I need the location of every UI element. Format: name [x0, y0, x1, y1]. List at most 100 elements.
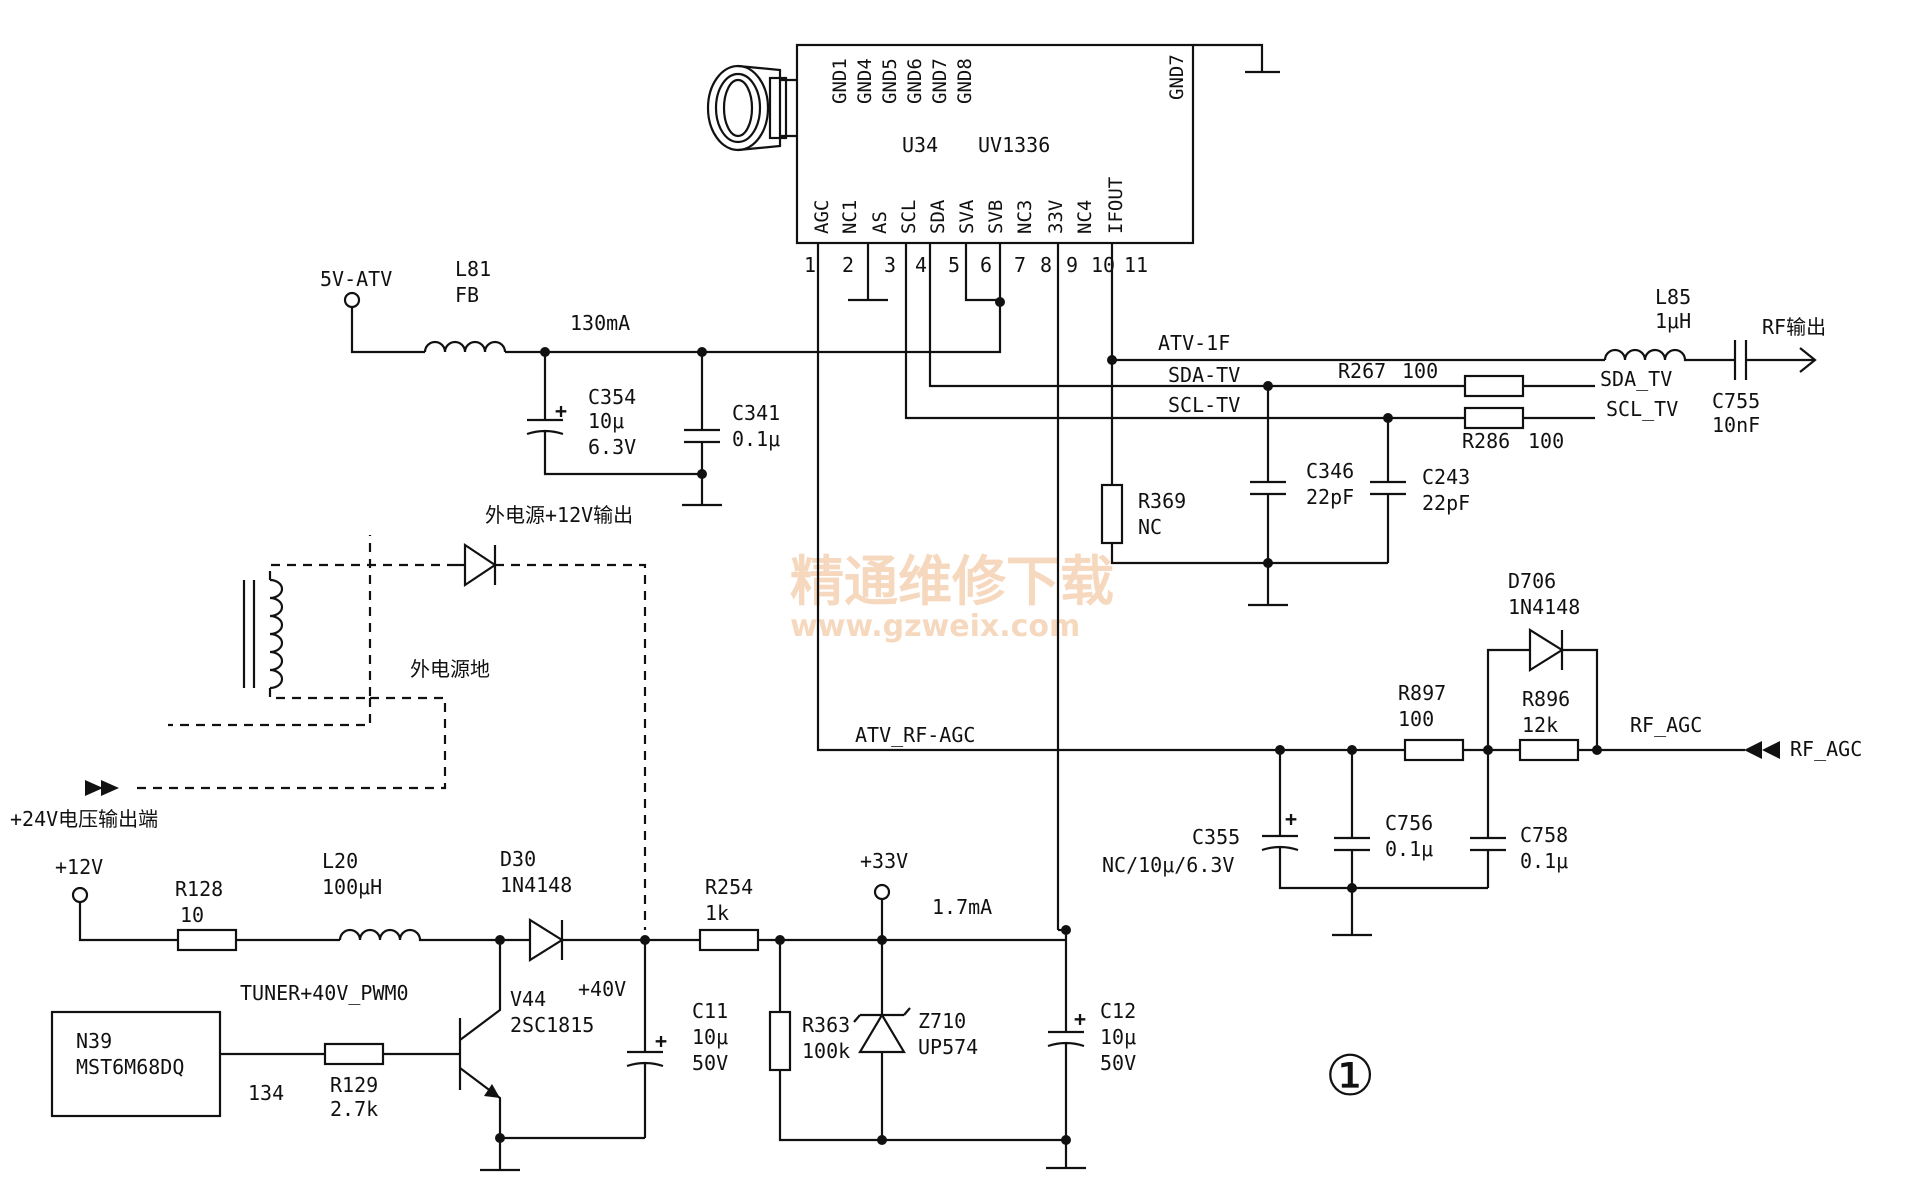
- n39-ref: N39: [76, 1029, 112, 1053]
- figure-number: ①: [1325, 1044, 1375, 1109]
- c11-voltage: 50V: [692, 1051, 728, 1075]
- ic-top-pin-label: GND4: [854, 58, 876, 104]
- supply-5v-section: 5V-ATV L81 FB 130mA + C354 10μ 6.3V C341…: [320, 257, 1005, 507]
- n39-part: MST6M68DQ: [76, 1055, 184, 1079]
- rf-agc-input-label: RF_AGC: [1790, 737, 1862, 761]
- r286-ref: R286: [1462, 429, 1510, 453]
- d706-value: 1N4148: [1508, 595, 1580, 619]
- r129-value: 2.7k: [330, 1097, 378, 1121]
- c758-value: 0.1μ: [1520, 849, 1568, 873]
- l81-value: FB: [455, 283, 479, 307]
- ic-bottom-pin-label: IFOUT: [1105, 177, 1127, 234]
- ic-pin-number: 6: [980, 253, 992, 277]
- l85-ref: L85: [1655, 285, 1691, 309]
- resistor-r129: [323, 1042, 385, 1066]
- watermark-line1: 精通维修下载: [790, 550, 1114, 613]
- 24v-output-label: +24V电压输出端: [10, 807, 158, 831]
- c346-ref: C346: [1306, 459, 1354, 483]
- c756-ref: C756: [1385, 811, 1433, 835]
- boost-supply-section: +12V R128 10 L20 100μH D30 1N4148 +40V T…: [50, 847, 1136, 1172]
- svg-text:+: +: [655, 1029, 667, 1053]
- ext-ground-label: 外电源地: [410, 657, 490, 681]
- sda-tv-label: SDA_TV: [1600, 367, 1672, 391]
- rf-agc-net: RF_AGC: [1630, 713, 1702, 737]
- c755-value: 10nF: [1712, 413, 1760, 437]
- r128-value: 10: [180, 903, 204, 927]
- ic-top-right-pin: GND7: [1166, 54, 1188, 100]
- r267-value: 100: [1402, 359, 1438, 383]
- inductor-l81: [423, 340, 507, 353]
- ic-pin-number: 4: [915, 253, 927, 277]
- r128-ref: R128: [175, 877, 223, 901]
- atv-rf-agc-net: ATV_RF-AGC: [855, 723, 975, 747]
- ic-pin-number: 1: [804, 253, 816, 277]
- mcu-n39: [50, 1010, 222, 1118]
- ic-bottom-pin-label: SVB: [985, 200, 1007, 234]
- ic-ref: U34: [902, 133, 938, 157]
- ic-pin-number: 11: [1124, 253, 1148, 277]
- ic-bottom-pin-label: SCL: [898, 200, 920, 234]
- c341-value: 0.1μ: [732, 427, 780, 451]
- ic-bottom-pin-label: NC4: [1074, 200, 1096, 234]
- l20-value: 100μH: [322, 875, 382, 899]
- c354-voltage: 6.3V: [588, 435, 636, 459]
- ic-bottom-pin-label: SVA: [956, 199, 978, 234]
- c12-ref: C12: [1100, 999, 1136, 1023]
- v44-ref: V44: [510, 987, 546, 1011]
- zener-z710: [853, 940, 911, 1140]
- current-130ma: 130mA: [570, 311, 630, 335]
- ic-part: UV1336: [978, 133, 1050, 157]
- current-1-7ma: 1.7mA: [932, 895, 992, 919]
- atv-if-net: ATV-1F: [1158, 331, 1230, 355]
- rf-agc-section: ATV_RF-AGC R897 100 R896 12k D706 1N4148…: [855, 569, 1862, 937]
- 5v-atv-terminal: [343, 291, 361, 309]
- c341-ref: C341: [732, 401, 780, 425]
- r254-ref: R254: [705, 875, 753, 899]
- external-supply-section: 外电源+12V输出 外电源地 +24V电压输出端: [10, 503, 647, 930]
- pin-134-label: 134: [248, 1081, 284, 1105]
- rf-connector-icon: [706, 64, 797, 152]
- ic-pin-number: 8: [1040, 253, 1052, 277]
- r896-ref: R896: [1522, 687, 1570, 711]
- resistor-r369: [1100, 483, 1124, 545]
- svg-text:+: +: [1285, 807, 1297, 831]
- rf-output-label: RF输出: [1762, 315, 1826, 339]
- c11-ref: C11: [692, 999, 728, 1023]
- 12v-label: +12V: [55, 855, 103, 879]
- z710-ref: Z710: [918, 1009, 966, 1033]
- 33v-terminal: [873, 883, 891, 901]
- d30-value: 1N4148: [500, 873, 572, 897]
- r363-value: 100k: [802, 1039, 850, 1063]
- transistor-v44: [458, 940, 502, 1138]
- c12-voltage: 50V: [1100, 1051, 1136, 1075]
- ic-pin-number: 9: [1066, 253, 1078, 277]
- bus-section: ATV-1F L85 1μH RF输出 C755 10nF SDA-TV R26…: [1100, 285, 1826, 607]
- watermark-line2: www.gzweix.com: [790, 609, 1080, 644]
- r363-ref: R363: [802, 1013, 850, 1037]
- c243-value: 22pF: [1422, 491, 1470, 515]
- watermark: 精通维修下载 www.gzweix.com: [790, 550, 1114, 644]
- double-arrow-24v-icon: [85, 780, 119, 796]
- 33v-label: +33V: [860, 849, 908, 873]
- r129-ref: R129: [330, 1073, 378, 1097]
- c354-ref: C354: [588, 385, 636, 409]
- ext-12v-output-label: 外电源+12V输出: [485, 503, 633, 527]
- c755-ref: C755: [1712, 389, 1760, 413]
- r369-value: NC: [1138, 515, 1162, 539]
- inductor-l20: [338, 928, 500, 942]
- ic-bottom-pin-label: AGC: [811, 200, 833, 234]
- diode-external: [455, 542, 497, 588]
- l85-value: 1μH: [1655, 309, 1691, 333]
- ic-bottom-pin-label: 33V: [1045, 200, 1067, 234]
- ic-top-pin-label: GND1: [829, 58, 851, 104]
- scl-tv-net: SCL-TV: [1168, 393, 1240, 417]
- ic-bottom-pin-label: NC3: [1014, 200, 1036, 234]
- c11-value: 10μ: [692, 1025, 728, 1049]
- ic-top-pin-label: GND7: [929, 58, 951, 104]
- l81-ref: L81: [455, 257, 491, 281]
- double-arrow-rf-agc-icon: [1744, 741, 1780, 759]
- resistor-r128: [176, 928, 238, 952]
- ic-top-pin-label: GND6: [904, 58, 926, 104]
